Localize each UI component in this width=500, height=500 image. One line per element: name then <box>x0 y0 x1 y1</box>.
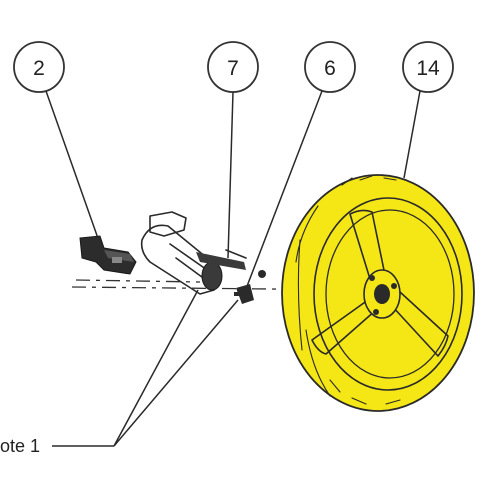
callout-14-label: 14 <box>416 57 440 80</box>
wheel-part-14 <box>281 174 475 412</box>
callout-2: 2 <box>13 41 65 93</box>
callout-7-label: 7 <box>227 57 239 80</box>
callout-7: 7 <box>207 41 259 93</box>
fastener-part-6 <box>234 284 254 304</box>
note-1-label: ote 1 <box>0 436 40 456</box>
callout-6: 6 <box>304 41 356 93</box>
callout-6-label: 6 <box>324 57 336 80</box>
bracket-part-2 <box>79 235 137 275</box>
leader-lines <box>45 90 421 447</box>
caliper-part-7 <box>140 211 266 295</box>
callout-2-label: 2 <box>33 57 45 80</box>
callout-14: 14 <box>402 41 454 93</box>
